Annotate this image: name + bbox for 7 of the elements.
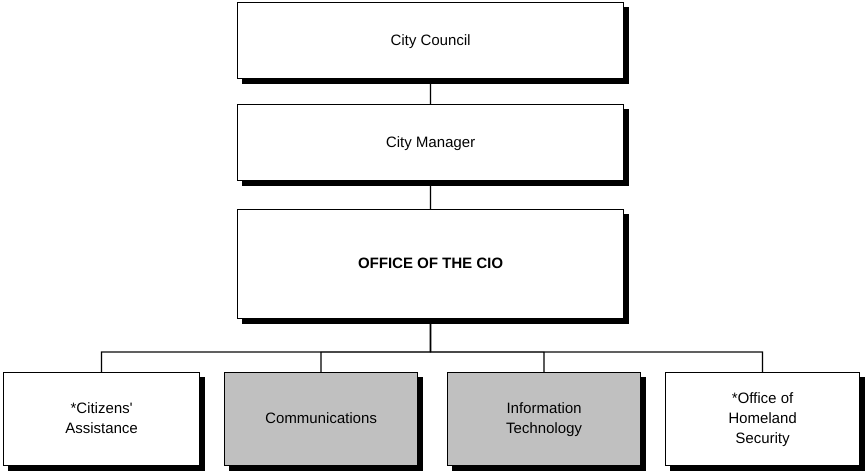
box-title: City Manager (386, 132, 476, 152)
box-title: Communications (265, 409, 377, 429)
box-title: *Office of Homeland Security (727, 389, 798, 449)
box-title: Information Technology (505, 399, 583, 439)
box-title: City Council (390, 30, 471, 50)
box-title: *Citizens' Assistance (64, 399, 139, 439)
box-title: OFFICE OF THE CIO (358, 254, 503, 274)
